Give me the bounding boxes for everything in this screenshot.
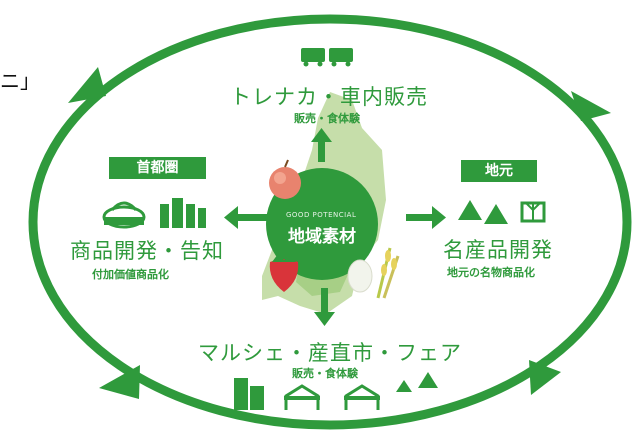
- white-produce-icon: [347, 259, 373, 293]
- arrow-right: [406, 206, 446, 229]
- ring-arrow-top-right: [571, 91, 611, 121]
- right-node-subtitle: 地元の名物商品化: [447, 266, 535, 279]
- left-fragment-text: ニ」: [0, 69, 40, 93]
- train-icon: [301, 48, 353, 67]
- arrow-up: [311, 128, 332, 162]
- arrow-down: [314, 288, 335, 326]
- arrow-left: [224, 206, 268, 229]
- strawberry-icon: [269, 254, 299, 292]
- gift-icon: [520, 201, 546, 223]
- left-node-tag: 首都圏: [109, 157, 206, 179]
- center-label: 地域素材: [288, 227, 356, 247]
- mountain-icon: [458, 200, 508, 224]
- bottom-node-subtitle: 販売・食体験: [292, 367, 358, 380]
- tent-icon: [284, 384, 320, 410]
- mountain-icon-2: [396, 372, 438, 392]
- top-node-title: トレナカ・車内販売: [230, 85, 428, 109]
- ring-arrow-bottom-left: [99, 365, 140, 399]
- cycle-ring: [28, 14, 632, 430]
- right-node-tag: 地元: [461, 160, 537, 182]
- bottom-node-title: マルシェ・産直市・フェア: [198, 341, 462, 365]
- left-node-subtitle: 付加価値商品化: [92, 268, 169, 281]
- building-icon: [234, 378, 264, 410]
- ring-arrow-bottom-right: [529, 360, 561, 395]
- tent-icon-2: [344, 384, 380, 410]
- top-node-subtitle: 販売・食体験: [294, 112, 360, 125]
- rice-icon: [376, 247, 400, 299]
- shelf-icon: [160, 198, 206, 228]
- left-node-title: 商品開発・告知: [70, 239, 224, 263]
- right-node-title: 名産品開発: [443, 238, 553, 262]
- apple-icon: [269, 159, 301, 199]
- ring-arrow-top-left: [68, 67, 106, 103]
- bag-icon: [102, 201, 146, 229]
- center-small-label: GOOD POTENCIAL: [286, 211, 357, 219]
